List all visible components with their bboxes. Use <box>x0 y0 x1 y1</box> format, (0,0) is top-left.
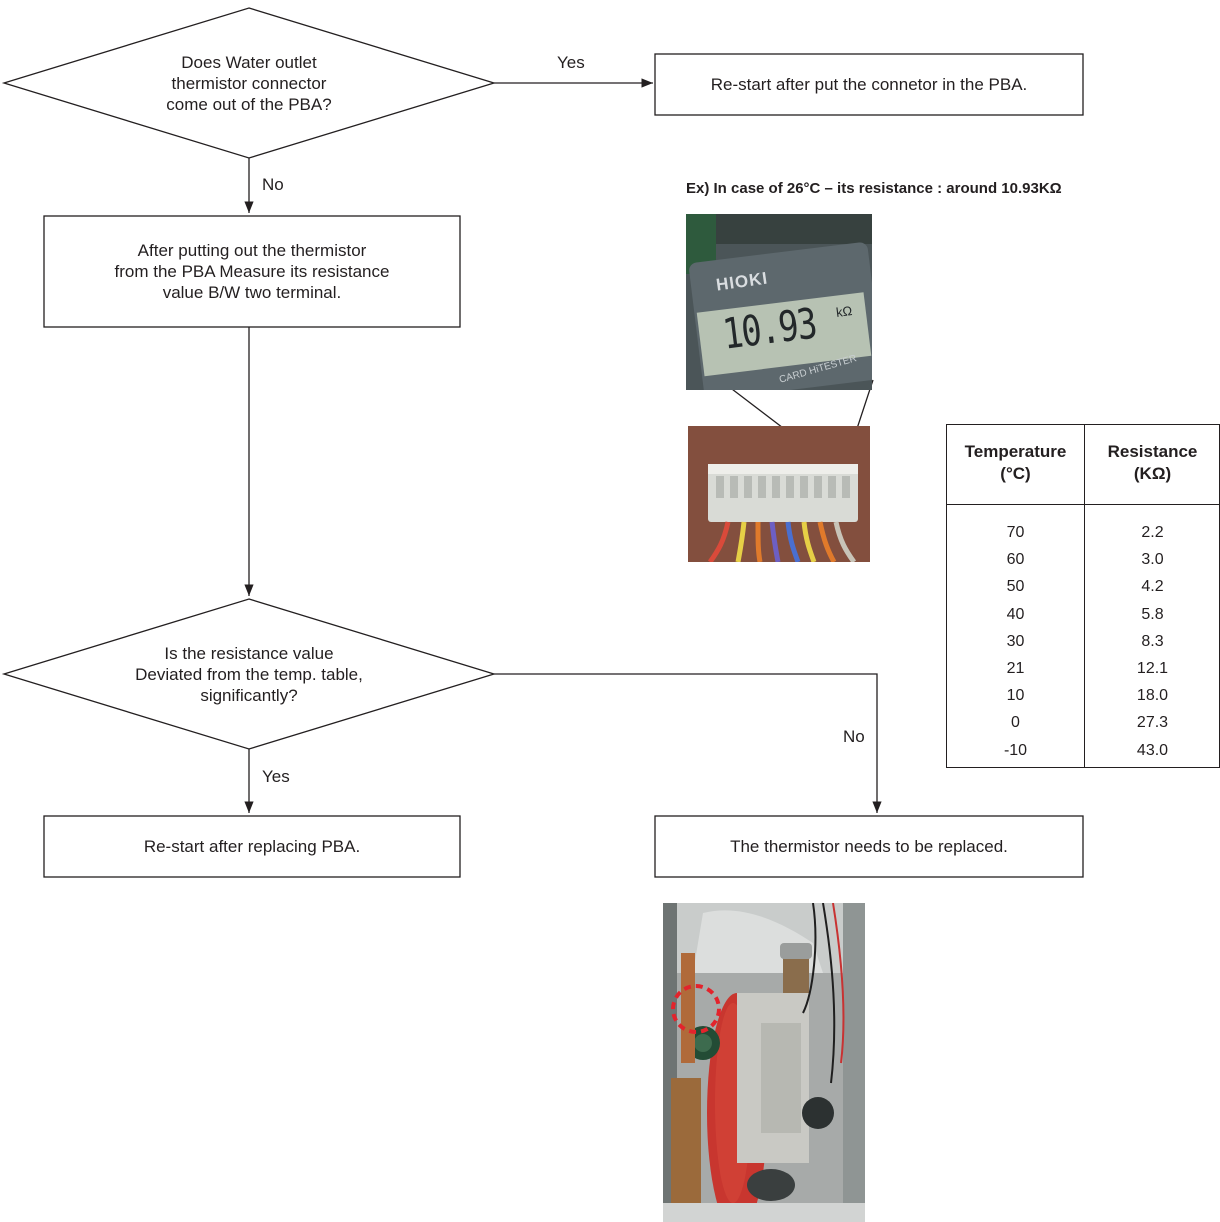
temperature-header: Temperature (°C) <box>964 442 1067 483</box>
arrow-resistance-no <box>494 673 882 813</box>
unit-internals-photo <box>663 903 865 1222</box>
table-cell-resistance: 27.3 <box>1136 714 1169 732</box>
multimeter-photo: HIOKI 10.93 kΩ CARD HiTESTER <box>686 214 872 390</box>
table-cell-resistance: 5.8 <box>1141 605 1164 623</box>
temperature-values: 70 60 50 40 30 21 10 0 -10 <box>947 519 1084 764</box>
table-header-separator <box>947 504 1219 505</box>
restart-connector-box <box>654 53 1084 116</box>
resistance-column: Resistance (KΩ) 2.2 3.0 4.2 5.8 8.3 12.1… <box>1084 425 1220 767</box>
connector-photo <box>688 426 870 562</box>
temperature-column: Temperature (°C) 70 60 50 40 30 21 10 0 … <box>947 425 1084 767</box>
highlight-circle <box>671 984 721 1034</box>
table-cell-resistance: 43.0 <box>1136 741 1169 759</box>
resistance-table: Temperature (°C) 70 60 50 40 30 21 10 0 … <box>946 424 1220 768</box>
table-cell-resistance: 18.0 <box>1136 687 1169 705</box>
resistance-header: Resistance (KΩ) <box>1107 442 1198 483</box>
replace-thermistor-text: The thermistor needs to be replaced. <box>730 837 1008 856</box>
table-column-divider <box>1084 425 1085 767</box>
replace-thermistor-box <box>654 815 1084 878</box>
table-cell-temperature: 70 <box>1006 524 1025 541</box>
meter-unit: kΩ <box>835 303 854 320</box>
decision-connector-text: Does Water outlet thermistor connector c… <box>166 52 332 114</box>
edge-label-resistance-yes: Yes <box>262 767 290 786</box>
edge-label-resistance-no: No <box>843 727 865 746</box>
edge-label-connector-no: No <box>262 175 284 194</box>
table-cell-temperature: 40 <box>1006 605 1025 623</box>
table-cell-resistance: 12.1 <box>1136 659 1169 677</box>
restart-connector-text: Re-start after put the connetor in the P… <box>710 75 1028 94</box>
table-cell-temperature: 60 <box>1006 551 1025 569</box>
table-cell-resistance: 4.2 <box>1141 578 1164 596</box>
table-cell-temperature: 0 <box>1011 714 1020 732</box>
example-caption: Ex) In case of 26°C – its resistance : a… <box>686 180 1062 197</box>
table-cell-temperature: 21 <box>1006 659 1025 677</box>
table-cell-temperature: -10 <box>1003 741 1028 759</box>
table-cell-temperature: 30 <box>1006 632 1025 650</box>
table-cell-temperature: 50 <box>1006 578 1025 596</box>
resistance-values: 2.2 3.0 4.2 5.8 8.3 12.1 18.0 27.3 43.0 <box>1084 519 1220 764</box>
measure-box <box>43 215 461 328</box>
table-cell-resistance: 3.0 <box>1141 551 1164 569</box>
table-cell-resistance: 8.3 <box>1141 632 1164 650</box>
decision-resistance-text: Is the resistance value Deviated from th… <box>135 643 363 705</box>
edge-label-connector-yes: Yes <box>557 53 585 72</box>
replace-pba-text: Re-start after replacing PBA. <box>143 837 361 856</box>
measure-text: After putting out the thermistor from th… <box>114 241 390 302</box>
replace-pba-box <box>43 815 461 878</box>
table-cell-resistance: 2.2 <box>1141 524 1164 541</box>
table-cell-temperature: 10 <box>1006 687 1025 705</box>
